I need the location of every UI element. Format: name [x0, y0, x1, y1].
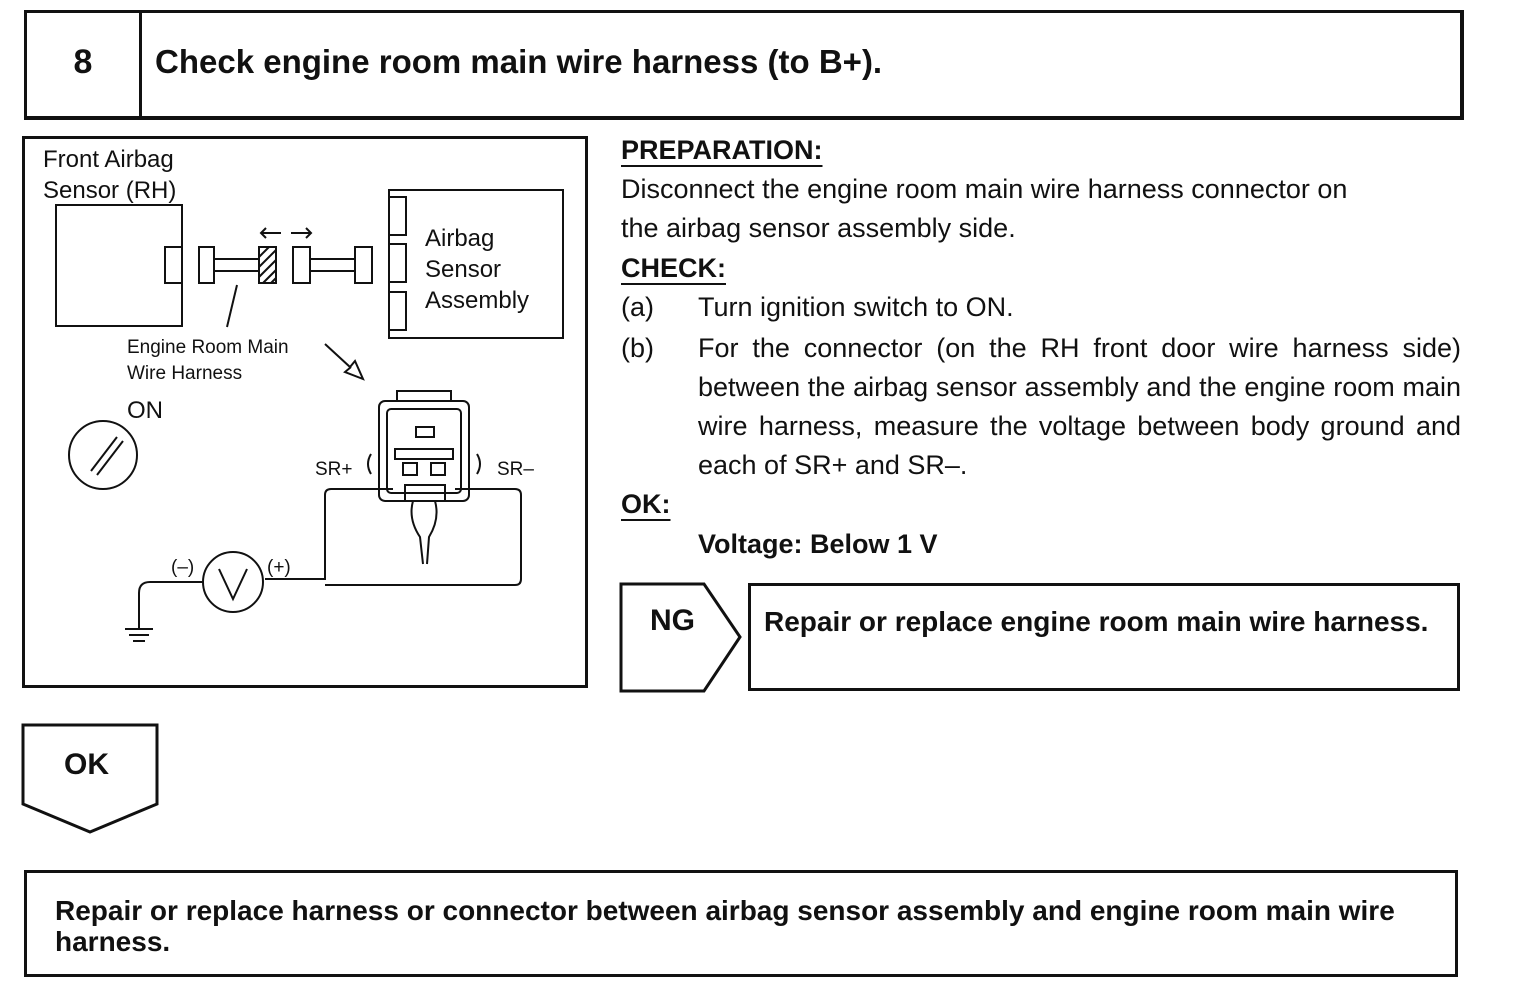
- voltmeter-icon: [202, 551, 264, 613]
- ignition-on-label: ON: [127, 397, 163, 424]
- final-action-text: Repair or replace harness or connector b…: [55, 895, 1395, 957]
- step-divider: [139, 13, 142, 116]
- sr-plus-label: SR+: [315, 459, 353, 480]
- airbag-sensor-label-2: Sensor: [425, 256, 502, 283]
- ok-label: OK: [64, 748, 109, 781]
- item-a-text: Turn ignition switch to ON.: [698, 292, 1014, 322]
- ignition-key-icon: [68, 420, 138, 490]
- item-b-text: For the connector (on the RH front door …: [698, 333, 1461, 480]
- ng-result-text: Repair or replace engine room main wire …: [764, 606, 1429, 637]
- harness-connector-left: [198, 246, 215, 284]
- front-sensor-connector: [164, 246, 183, 284]
- item-b-letter: (b): [621, 333, 654, 363]
- ng-result-box: Repair or replace engine room main wire …: [748, 583, 1460, 691]
- ng-label: NG: [650, 604, 695, 637]
- step-number: 8: [73, 43, 93, 81]
- sr-minus-label: SR–: [497, 459, 534, 480]
- meter-plus-label: (+): [267, 557, 291, 578]
- ng-arrow-shape: [619, 582, 742, 693]
- wiring-diagram: Front Airbag Sensor (RH) Airbag Sensor A…: [22, 136, 588, 688]
- item-a-letter: (a): [621, 292, 654, 322]
- step-title: Check engine room main wire harness (to …: [155, 43, 883, 80]
- harness-label-1: Engine Room Main: [127, 337, 289, 358]
- front-airbag-sensor-body: [55, 204, 183, 327]
- ok-arrow-shape: [21, 723, 159, 834]
- diagram-drawing: [55, 189, 564, 642]
- assembly-connector: [292, 246, 311, 284]
- check-heading: CHECK:: [621, 253, 726, 283]
- ok-heading: OK:: [621, 489, 671, 519]
- final-action-box: Repair or replace harness or connector b…: [24, 870, 1458, 977]
- harness-connector-hatched: [258, 246, 277, 284]
- preparation-heading: PREPARATION:: [621, 135, 823, 165]
- harness-label-2: Wire Harness: [127, 363, 243, 384]
- front-airbag-sensor-label-2: Sensor (RH): [43, 177, 177, 204]
- ok-voltage-value: Voltage: Below 1 V: [698, 529, 938, 559]
- preparation-line-1: Disconnect the engine room main wire har…: [621, 174, 1348, 204]
- preparation-line-2: the airbag sensor assembly side.: [621, 213, 1016, 243]
- front-airbag-sensor-label-1: Front Airbag: [43, 146, 174, 173]
- airbag-sensor-label-3: Assembly: [425, 287, 530, 314]
- meter-minus-label: (–): [171, 557, 195, 578]
- step-header: 8 Check engine room main wire harness (t…: [24, 10, 1464, 120]
- airbag-sensor-label-1: Airbag: [425, 225, 495, 252]
